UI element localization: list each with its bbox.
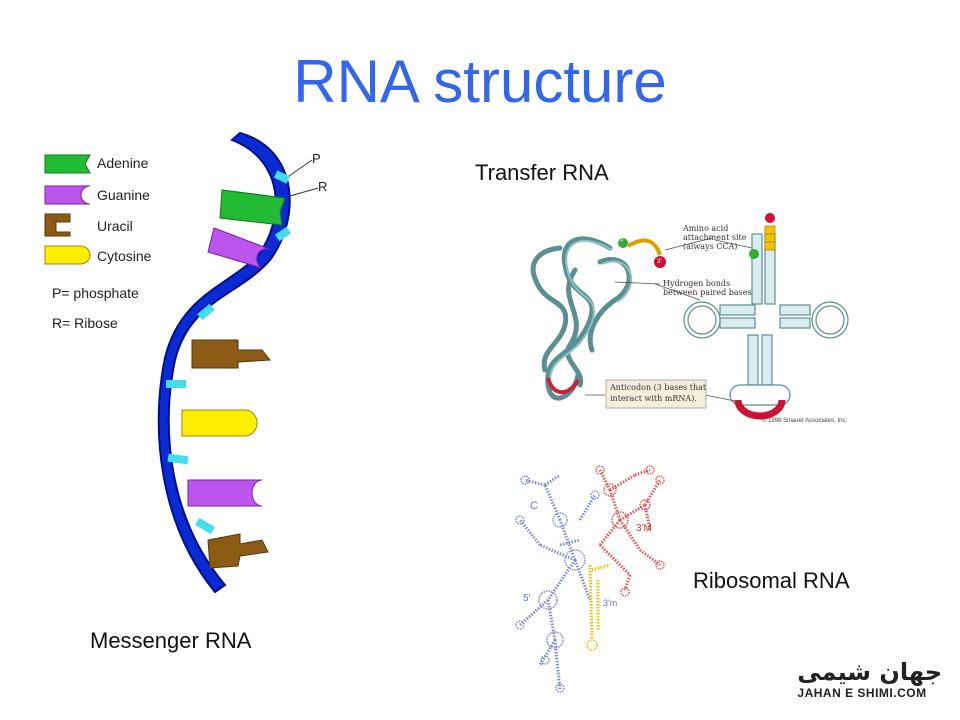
trna-between-label: between paired bases	[663, 288, 752, 297]
logo-arabic-text: جهان شیمی	[797, 658, 942, 686]
rrna-three-m2-label: 3'm	[603, 598, 618, 608]
trna-attach-label: attachment site	[683, 233, 747, 242]
trna-three-prime-a: 3'	[657, 259, 662, 265]
legend-cytosine-label: Cytosine	[97, 248, 152, 264]
trna-copyright: © 1998 Sinauer Associates, Inc.	[762, 418, 848, 424]
legend-ribose-def: R= Ribose	[52, 315, 118, 331]
caption-ribosomal-rna: Ribosomal RNA	[693, 568, 850, 593]
ribose-tag: R	[318, 179, 328, 194]
mrna-cytosine	[181, 409, 258, 437]
jahan-e-shimi-logo: جهان شیمی JAHAN E SHIMI.COM	[782, 658, 942, 712]
mrna-adenine	[219, 189, 286, 226]
rrna-five-label: 5'	[523, 593, 531, 604]
phosphate-tag: P	[312, 151, 321, 166]
trna-amino-label: Amino acid	[683, 224, 729, 233]
adenine-swatch	[44, 154, 91, 174]
trna-anticodon-label: Anticodon (3 bases that	[610, 383, 707, 392]
mrna-uracil-2	[207, 533, 269, 569]
guanine-swatch	[44, 185, 91, 205]
mrna-guanine-2	[187, 479, 263, 507]
legend-adenine-label: Adenine	[97, 155, 149, 171]
uracil-swatch	[44, 213, 71, 237]
legend-guanine-label: Guanine	[97, 187, 150, 203]
slide-title: RNA structure	[293, 48, 667, 115]
trna-hbonds-label: Hydrogen bonds	[663, 279, 731, 288]
mrna-uracil-1	[191, 339, 271, 369]
caption-transfer-rna: Transfer RNA	[475, 160, 609, 185]
trna-interact-label: interact with mRNA).	[610, 394, 697, 403]
legend-uracil-label: Uracil	[97, 218, 133, 234]
cytosine-swatch	[44, 245, 91, 265]
mrna-guanine	[207, 227, 273, 269]
trna-cca-label: (always CCA)	[683, 242, 738, 251]
logo-latin-text: JAHAN E SHIMI.COM	[797, 686, 927, 700]
rrna-three-m-label: 3'M	[636, 523, 652, 534]
rrna-c-label: C	[530, 500, 538, 512]
caption-messenger-rna: Messenger RNA	[90, 628, 252, 653]
trna-five-prime-a: 5'	[620, 237, 625, 243]
legend-phosphate-def: P= phosphate	[52, 285, 139, 301]
